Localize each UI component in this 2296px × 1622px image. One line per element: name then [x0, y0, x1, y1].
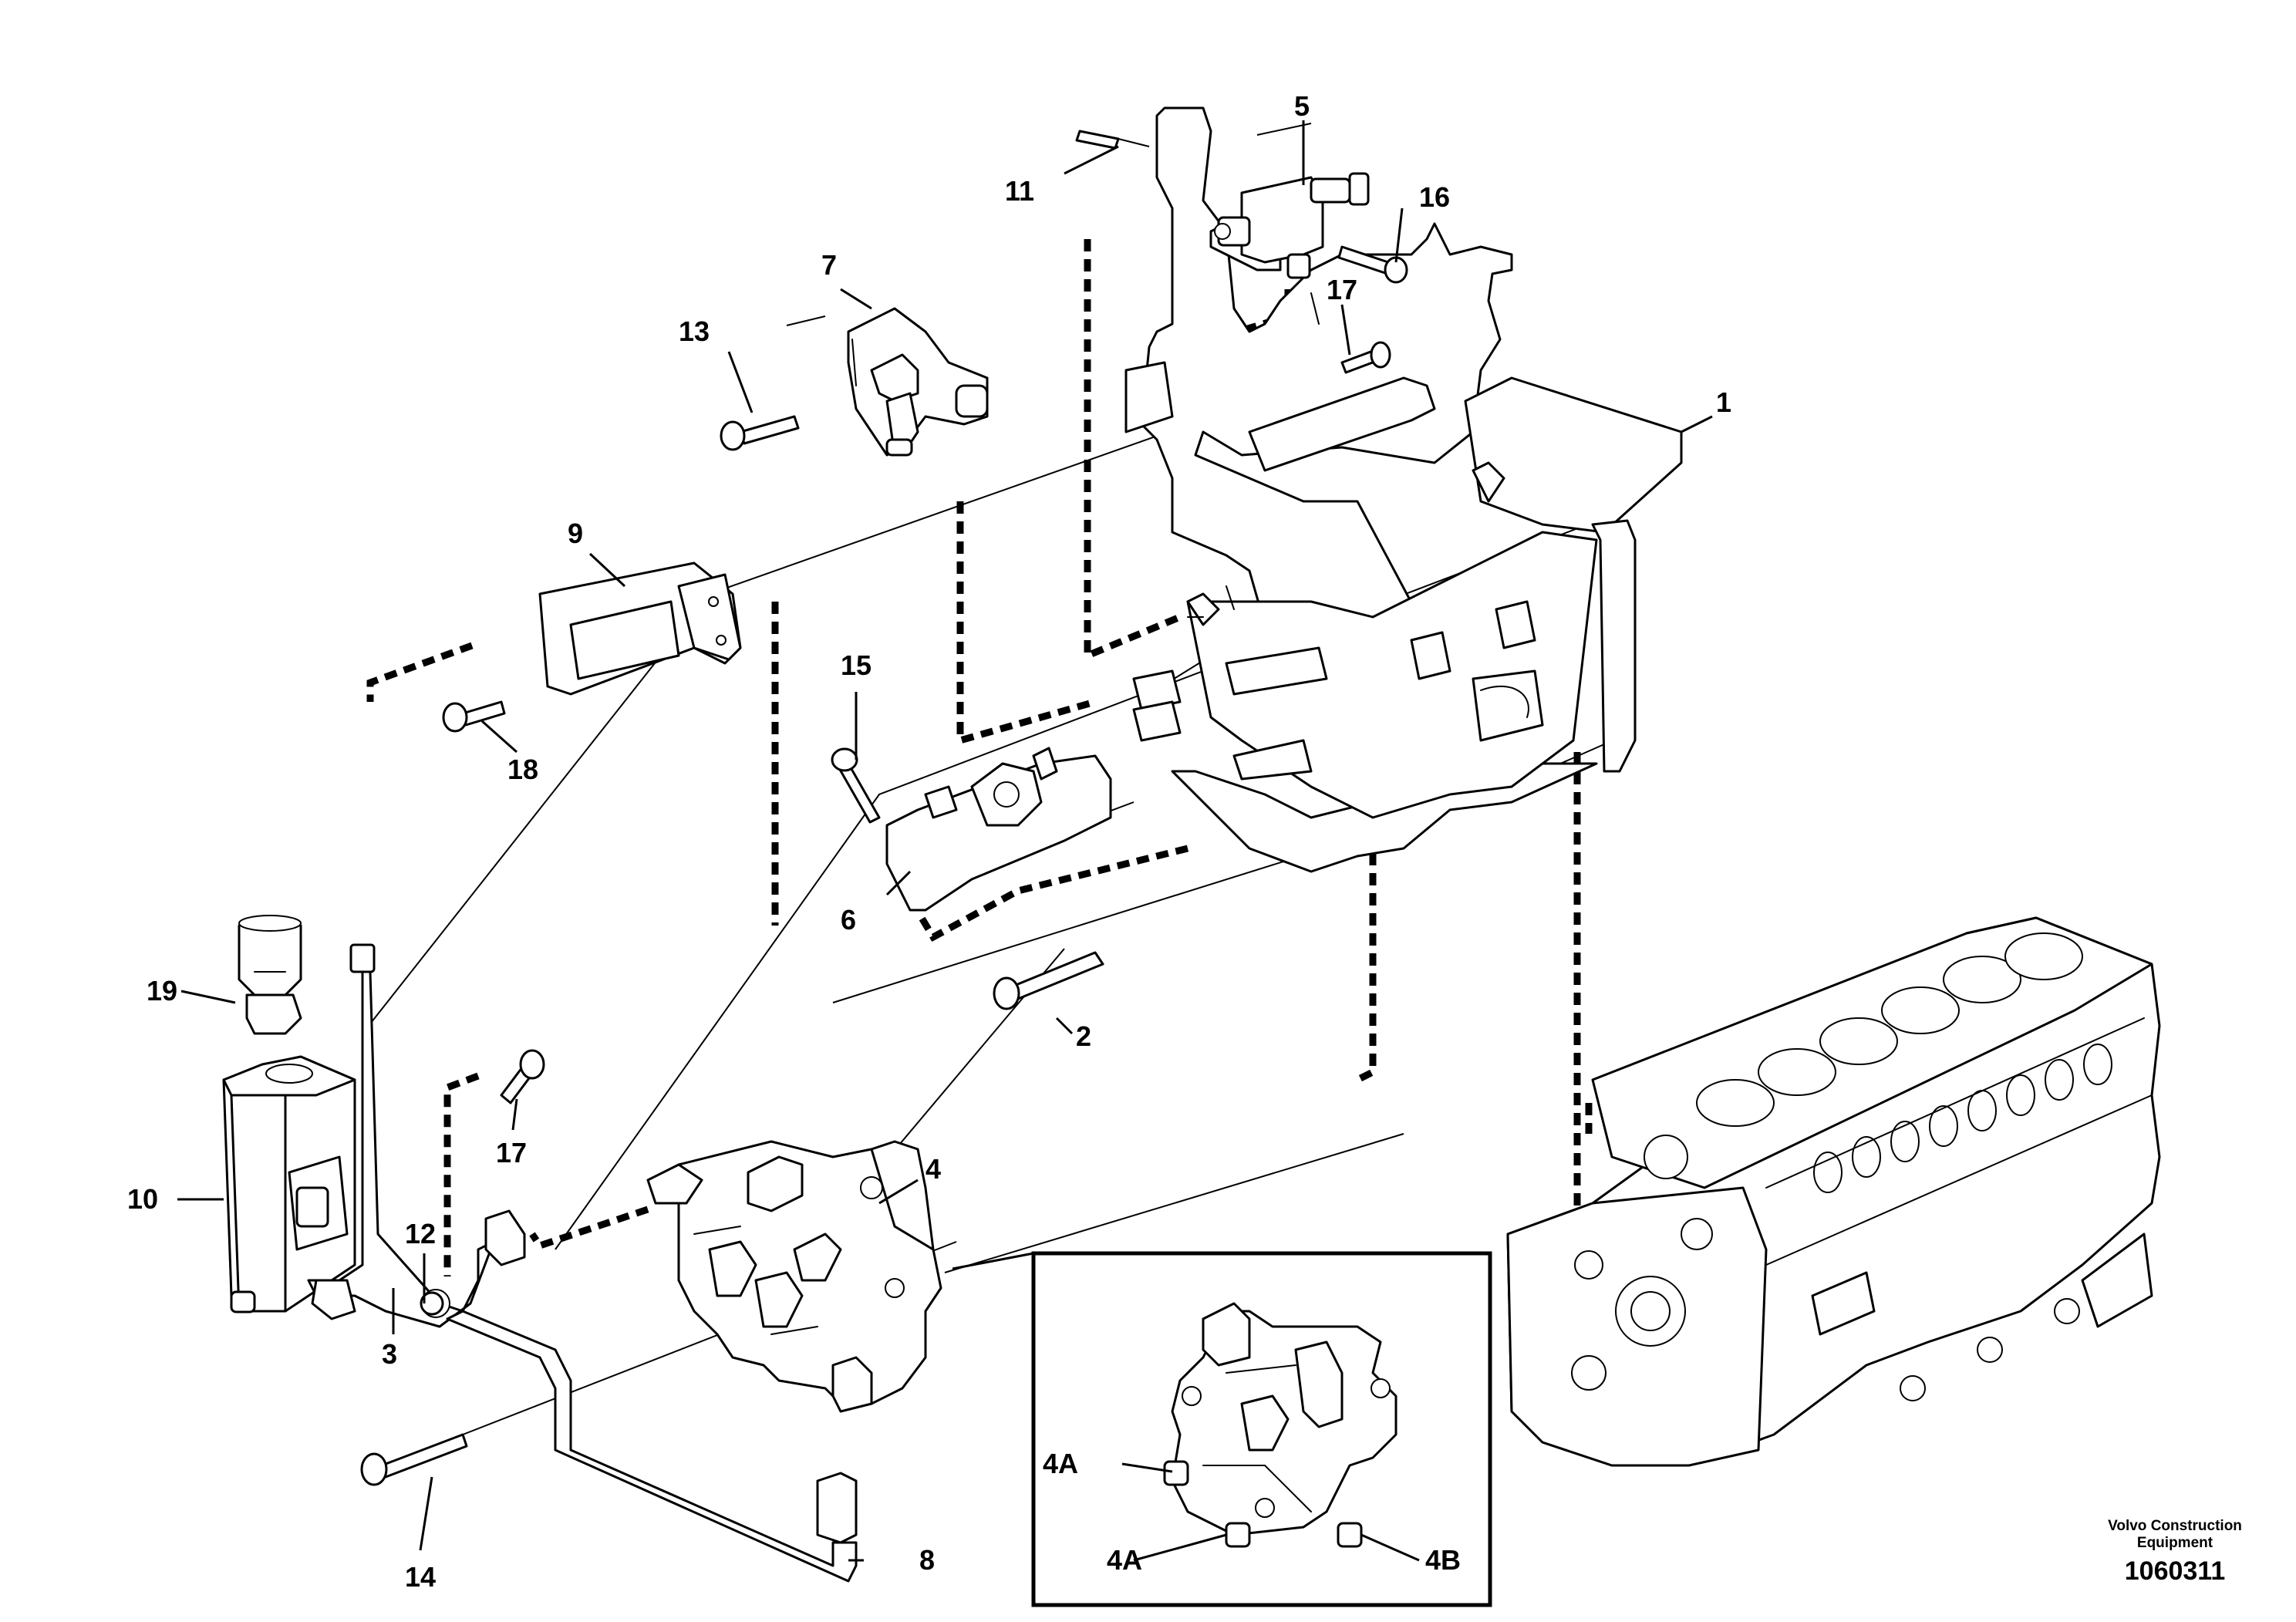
bolt-part-2 — [993, 951, 1104, 1010]
leader-lines — [177, 120, 1713, 1562]
bolt-part-17-top — [1340, 341, 1391, 374]
callout-4a-bottom: 4A — [1107, 1544, 1142, 1576]
inset-detail-box — [952, 1251, 1492, 1607]
figure-credit: Volvo Construction Equipment 1060311 — [2108, 1518, 2242, 1586]
pipe-part-8 — [446, 1209, 858, 1583]
callout-4a-top: 4A — [1043, 1448, 1078, 1479]
callout-3: 3 — [382, 1338, 397, 1370]
callout-16: 16 — [1419, 181, 1450, 213]
callout-17-top: 17 — [1327, 274, 1357, 305]
pump-part-4 — [646, 1140, 942, 1413]
bolt-part-16 — [1337, 245, 1408, 284]
fitting-part-12 — [420, 1291, 444, 1316]
callout-13: 13 — [679, 315, 710, 347]
plate-part-9 — [538, 561, 742, 696]
bolt-part-17-bottom — [500, 1049, 545, 1104]
credit-line-1: Volvo Construction — [2108, 1518, 2242, 1534]
sensor-part-7 — [847, 307, 989, 457]
sensor-part-19 — [238, 915, 302, 1035]
sensor-part-5 — [1209, 172, 1370, 279]
callout-labels: 1 2 3 4 4A 4A 4B 5 6 7 8 9 10 11 12 13 1… — [127, 90, 1731, 1593]
inset-pump-view — [1163, 1302, 1397, 1548]
pin-part-11 — [1075, 130, 1120, 150]
callout-2: 2 — [1076, 1020, 1091, 1052]
callout-17-bottom: 17 — [496, 1137, 527, 1168]
engine-block — [1506, 916, 2161, 1467]
callout-8: 8 — [919, 1544, 935, 1576]
bolt-part-14 — [360, 1433, 468, 1486]
bolt-part-13 — [720, 415, 800, 451]
figure-number: 1060311 — [2125, 1556, 2226, 1586]
callout-5: 5 — [1294, 90, 1310, 122]
callout-10: 10 — [127, 1183, 158, 1215]
callout-1: 1 — [1716, 386, 1731, 418]
module-part-6 — [885, 747, 1112, 912]
bracket-part-1 — [1124, 106, 1683, 873]
callout-4b: 4B — [1425, 1544, 1461, 1576]
callout-6: 6 — [841, 904, 856, 936]
callout-9: 9 — [568, 518, 583, 549]
callout-12: 12 — [405, 1218, 436, 1249]
callout-15: 15 — [841, 649, 872, 681]
callout-19: 19 — [147, 975, 177, 1007]
callout-14: 14 — [405, 1561, 436, 1593]
callout-18: 18 — [507, 754, 538, 785]
callout-7: 7 — [821, 249, 837, 281]
bolt-part-15 — [831, 747, 881, 824]
callout-11: 11 — [1005, 175, 1034, 207]
credit-line-2: Equipment — [2137, 1535, 2213, 1551]
callout-4: 4 — [925, 1153, 941, 1185]
valve-block-part-10 — [222, 1055, 356, 1313]
bolt-part-18 — [442, 700, 506, 733]
